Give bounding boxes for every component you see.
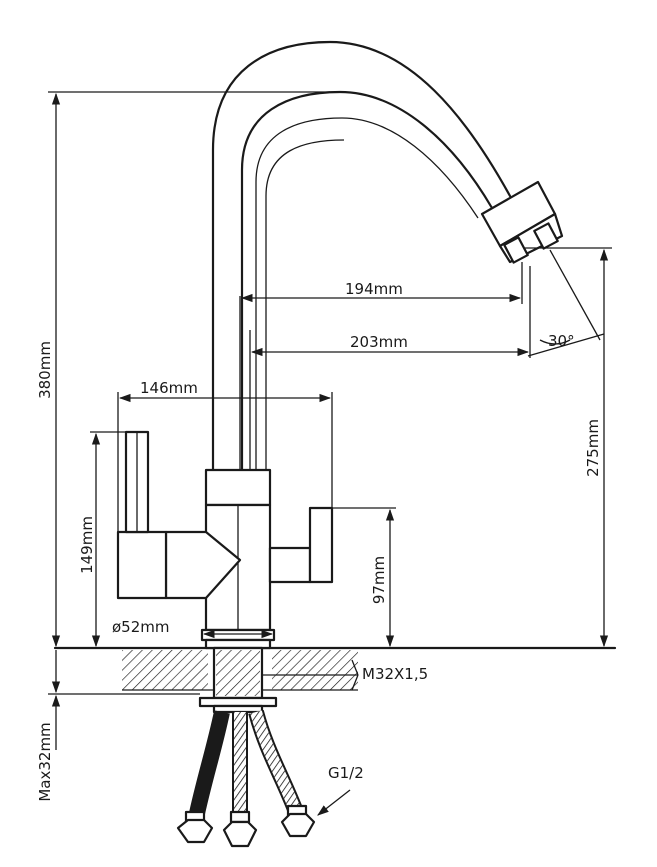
dim-thread: M32X1,5 (262, 659, 428, 691)
dim-label-30: 30° (548, 332, 575, 350)
dim-base-diameter: ø52mm (112, 618, 274, 639)
dim-label-194: 194mm (345, 280, 403, 298)
dim-spout-angle: 30° (527, 249, 605, 357)
dim-reach-inner: 194mm (239, 262, 523, 470)
spout (211, 40, 564, 472)
dim-label-m32: M32X1,5 (362, 665, 428, 683)
threaded-shank (198, 646, 278, 714)
dim-spout-height: 275mm (525, 247, 612, 648)
dim-label-275: 275mm (584, 419, 602, 477)
dim-label-146: 146mm (140, 379, 198, 397)
countertop (53, 646, 617, 691)
dim-lever-height: 97mm (332, 507, 396, 648)
dim-label-203: 203mm (350, 333, 408, 351)
dim-body-width: 146mm (117, 379, 333, 532)
mixer-handle (116, 430, 168, 600)
hose-fitting-left (176, 810, 214, 844)
dim-label-380: 380mm (36, 341, 54, 399)
dim-hose-thread: G1/2 (317, 764, 364, 816)
dim-handle-height: 149mm (78, 431, 126, 648)
aerator (480, 180, 564, 264)
hose-fitting-right (280, 804, 316, 838)
supply-hoses (176, 709, 316, 848)
dim-label-max32: Max32mm (36, 722, 54, 801)
dim-overall-height: 380mm (36, 91, 330, 648)
dim-label-149: 149mm (78, 516, 96, 574)
hose-fitting-middle (222, 810, 258, 848)
dim-label-52: ø52mm (112, 618, 170, 636)
dim-label-g12: G1/2 (328, 764, 364, 782)
dim-label-97: 97mm (370, 556, 388, 604)
dim-max-counter: Max32mm (36, 650, 200, 802)
faucet-body (164, 468, 334, 650)
